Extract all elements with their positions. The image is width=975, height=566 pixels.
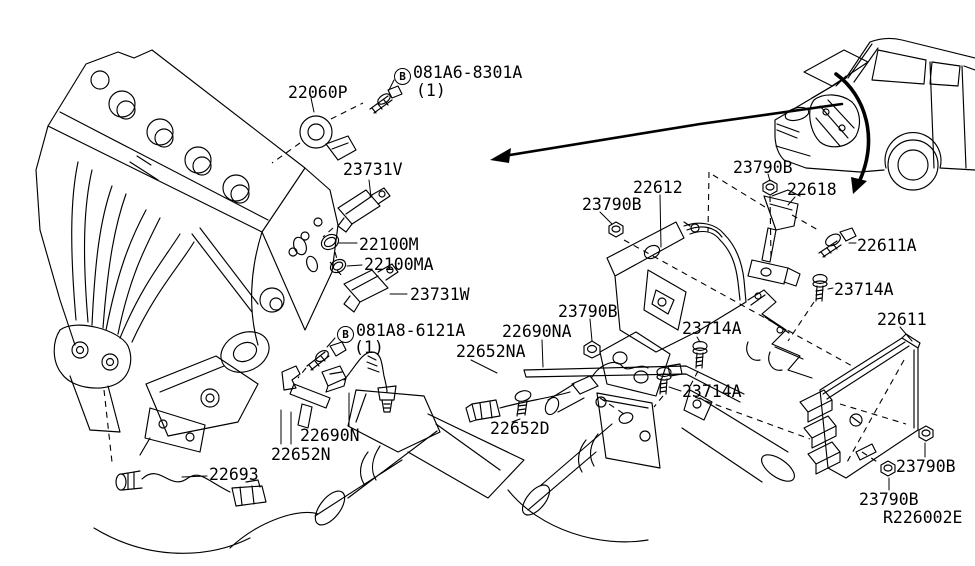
part-label-23714A: 23714A xyxy=(682,382,742,401)
oxygen-sensor-22652NA-harness-22690NA xyxy=(465,361,745,424)
part-label-22652N: 22652N xyxy=(271,445,331,464)
bracket-22612 xyxy=(599,221,747,397)
ecm-module-22611 xyxy=(799,333,921,479)
o-ring-22100MA xyxy=(329,258,347,274)
locator-arrow-icon xyxy=(490,102,844,163)
exhaust-catalyst-right xyxy=(507,392,661,543)
bracket-22618 xyxy=(747,189,801,287)
assembly-dashed-lines xyxy=(103,102,907,465)
circled-b-marker: B xyxy=(337,326,354,343)
part-label-22100M: 22100M xyxy=(359,235,419,254)
part-label-R226002E: R226002E xyxy=(883,508,963,527)
o-ring-22100M xyxy=(320,233,340,251)
part-label-23731V: 23731V xyxy=(343,160,403,179)
screw-22652D xyxy=(514,390,532,417)
engine-illustration xyxy=(35,49,339,456)
car-illustration xyxy=(774,37,975,191)
part-label-22100MA: 22100MA xyxy=(364,255,434,274)
part-label-23790B: 23790B xyxy=(859,490,919,509)
part-label-23790B: 23790B xyxy=(896,457,956,476)
bolt-081A6-8301A xyxy=(369,85,403,114)
camshaft-position-sensor-23731V xyxy=(337,187,391,233)
part-label-22060P: 22060P xyxy=(288,83,348,102)
part-label-23790B: 23790B xyxy=(582,195,642,214)
part-label-22611A: 22611A xyxy=(857,236,917,255)
knock-sensor-22060P xyxy=(299,115,357,161)
part-label-23714A: 23714A xyxy=(682,319,742,338)
part-label-22652NA: 22652NA xyxy=(456,342,526,361)
exhaust-pipe-right-lower xyxy=(681,389,795,483)
bolt-081A8-6121A xyxy=(306,341,347,371)
part-label-22611: 22611 xyxy=(877,310,927,329)
oxygen-sensor-22690N xyxy=(321,351,397,413)
part-label-22690N: 22690N xyxy=(300,426,360,445)
part-label-22690NA: 22690NA xyxy=(502,322,572,341)
part-label-22652D: 22652D xyxy=(490,419,550,438)
bolt-22611A xyxy=(818,227,857,258)
part-label-(1): (1) xyxy=(416,81,446,100)
part-label-22693: 22693 xyxy=(209,465,259,484)
leader-lines xyxy=(181,79,926,491)
circled-b-marker: B xyxy=(394,68,411,85)
part-label-23790B: 23790B xyxy=(558,302,618,321)
screw-23714A-glyphs xyxy=(656,273,828,395)
part-label-(1): (1) xyxy=(354,338,384,357)
nut-23790B-glyphs xyxy=(583,179,934,477)
part-label-23714A: 23714A xyxy=(834,280,894,299)
part-label-22612: 22612 xyxy=(633,178,683,197)
sensor-bracket-22652N xyxy=(281,365,331,429)
ecm-mount-bracket xyxy=(746,289,813,379)
hood-curved-arrow-icon xyxy=(834,72,871,194)
part-label-22618: 22618 xyxy=(787,180,837,199)
crankshaft-position-sensor-23731W xyxy=(343,263,399,313)
part-label-23790B: 23790B xyxy=(733,158,793,177)
oxygen-sensor-22693 xyxy=(115,470,267,507)
part-label-23731W: 23731W xyxy=(410,285,470,304)
